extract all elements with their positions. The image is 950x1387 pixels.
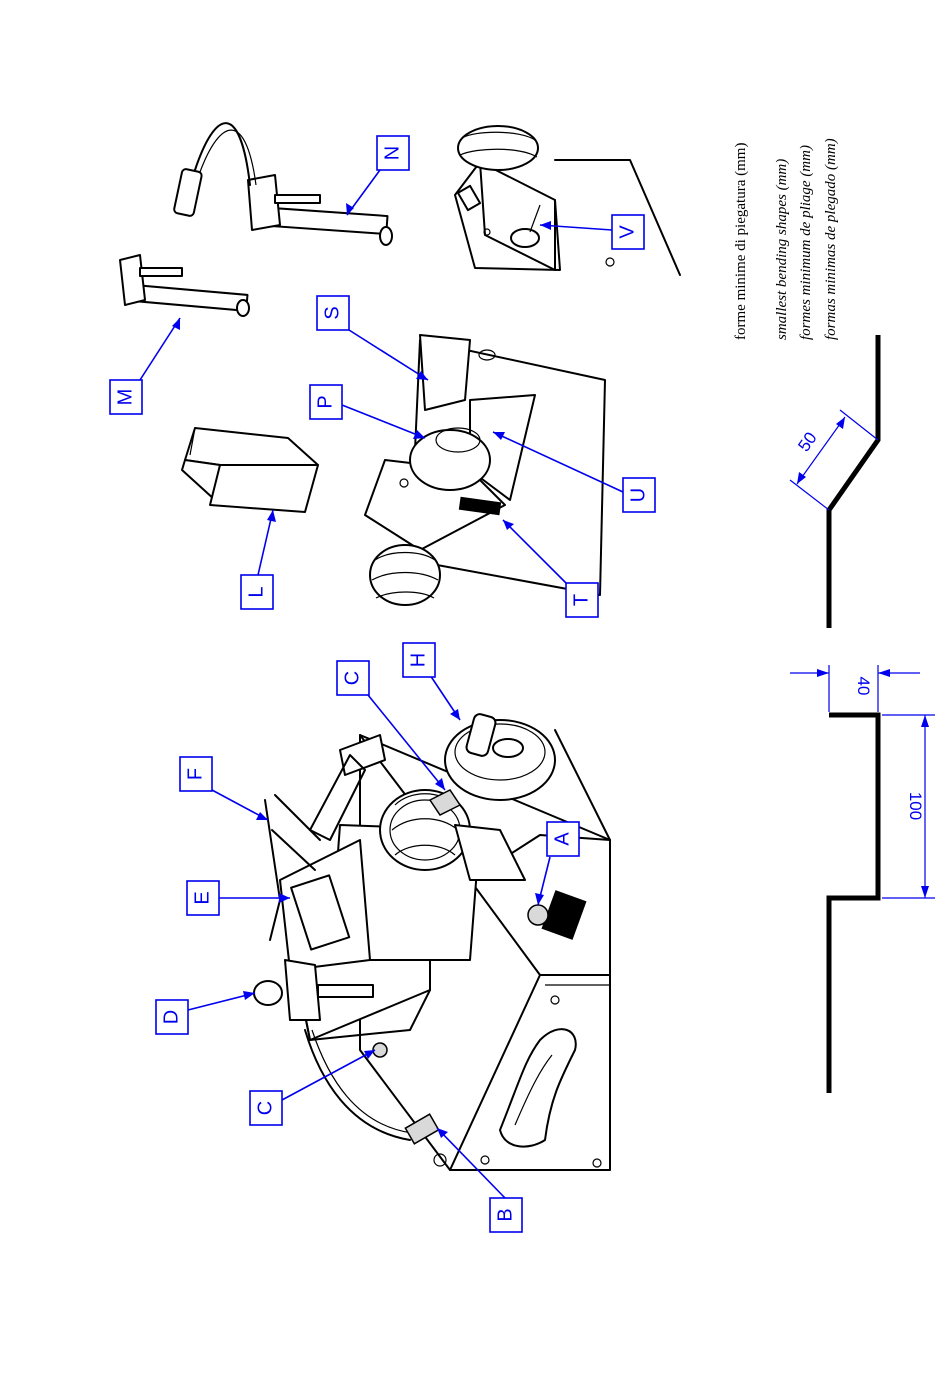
note-french: formes minimum de pliage (mm)	[798, 145, 814, 340]
bending-profile-step: 40 100	[790, 665, 935, 1093]
callout-m: M	[114, 389, 136, 406]
callout-c-top: C	[341, 671, 363, 685]
callout-p: P	[314, 395, 336, 408]
callout-c-bottom: C	[254, 1101, 276, 1115]
rod-n	[173, 123, 392, 245]
note-english: smallest bending shapes (mm)	[774, 159, 790, 340]
knob-d	[254, 981, 282, 1005]
handwheel-h	[445, 720, 555, 800]
dim-step-width: 40	[854, 677, 873, 696]
bending-profile-slope: 50	[790, 335, 878, 628]
valve-assembly	[455, 126, 680, 275]
main-machine	[254, 713, 610, 1170]
note-spanish: formas minimas de plegado (mm)	[823, 138, 839, 340]
callout-h: H	[407, 653, 429, 667]
callout-n: N	[381, 146, 403, 160]
callout-e: E	[191, 891, 213, 904]
bracket-l	[182, 428, 318, 512]
knob-a	[528, 905, 548, 925]
callout-v: V	[616, 225, 638, 239]
callout-u: U	[627, 488, 649, 502]
dim-step-height: 100	[906, 792, 925, 820]
callout-a: A	[551, 832, 573, 846]
callout-l: L	[245, 586, 267, 597]
notes: forme minime di piegatura (mm) smallest …	[733, 138, 839, 340]
callout-f: F	[184, 768, 206, 780]
dim-slope: 50	[794, 429, 820, 455]
callout-b: B	[494, 1208, 516, 1221]
callout-d: D	[160, 1010, 182, 1024]
note-italian: forme minime di piegatura (mm)	[733, 143, 749, 340]
bending-head	[365, 335, 605, 605]
callout-t: T	[570, 594, 592, 606]
rod-m	[120, 255, 249, 316]
callout-s: S	[321, 306, 343, 319]
